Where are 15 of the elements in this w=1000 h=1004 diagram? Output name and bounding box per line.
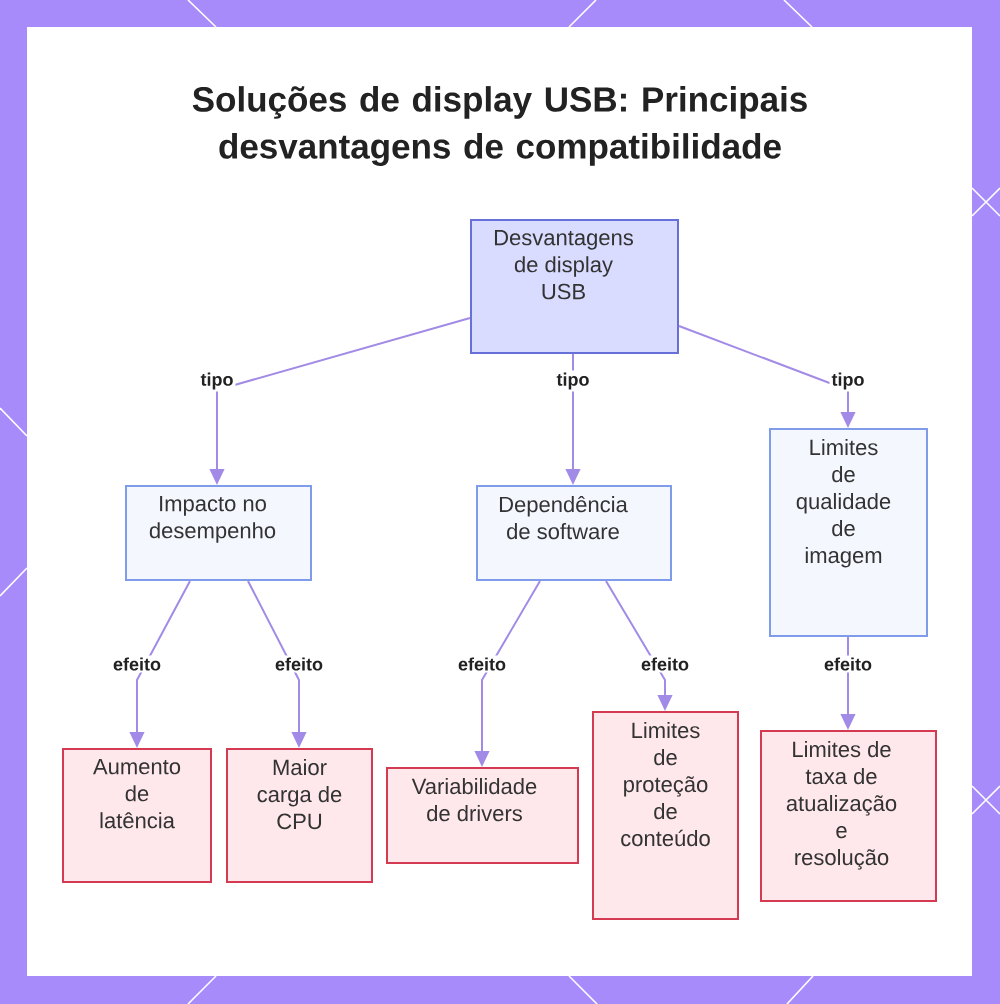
effect-box: Limites de taxa de atualização e resolução: [760, 730, 937, 902]
edge-label: efeito: [111, 655, 163, 673]
edge-label: efeito: [456, 655, 508, 673]
edge-label: efeito: [822, 655, 874, 673]
category-box: Dependência de software: [476, 485, 672, 581]
category-box: Impacto no desempenho: [125, 485, 312, 581]
category-box: Limites de qualidade de imagem: [769, 428, 928, 637]
effect-box: Variabilidade de drivers: [386, 767, 579, 864]
title: Soluções de display USB: Principais desvantagens de compatibilidade: [192, 86, 807, 166]
edge-label: efeito: [639, 655, 691, 673]
effect-box: Limites de proteção de conteúdo: [592, 711, 739, 920]
effect-box: Maior carga de CPU: [226, 748, 373, 883]
effect-box: Aumento de latência: [62, 748, 212, 883]
edge-label: efeito: [273, 655, 325, 673]
root-box: Desvantagens de display USB: [470, 219, 679, 354]
